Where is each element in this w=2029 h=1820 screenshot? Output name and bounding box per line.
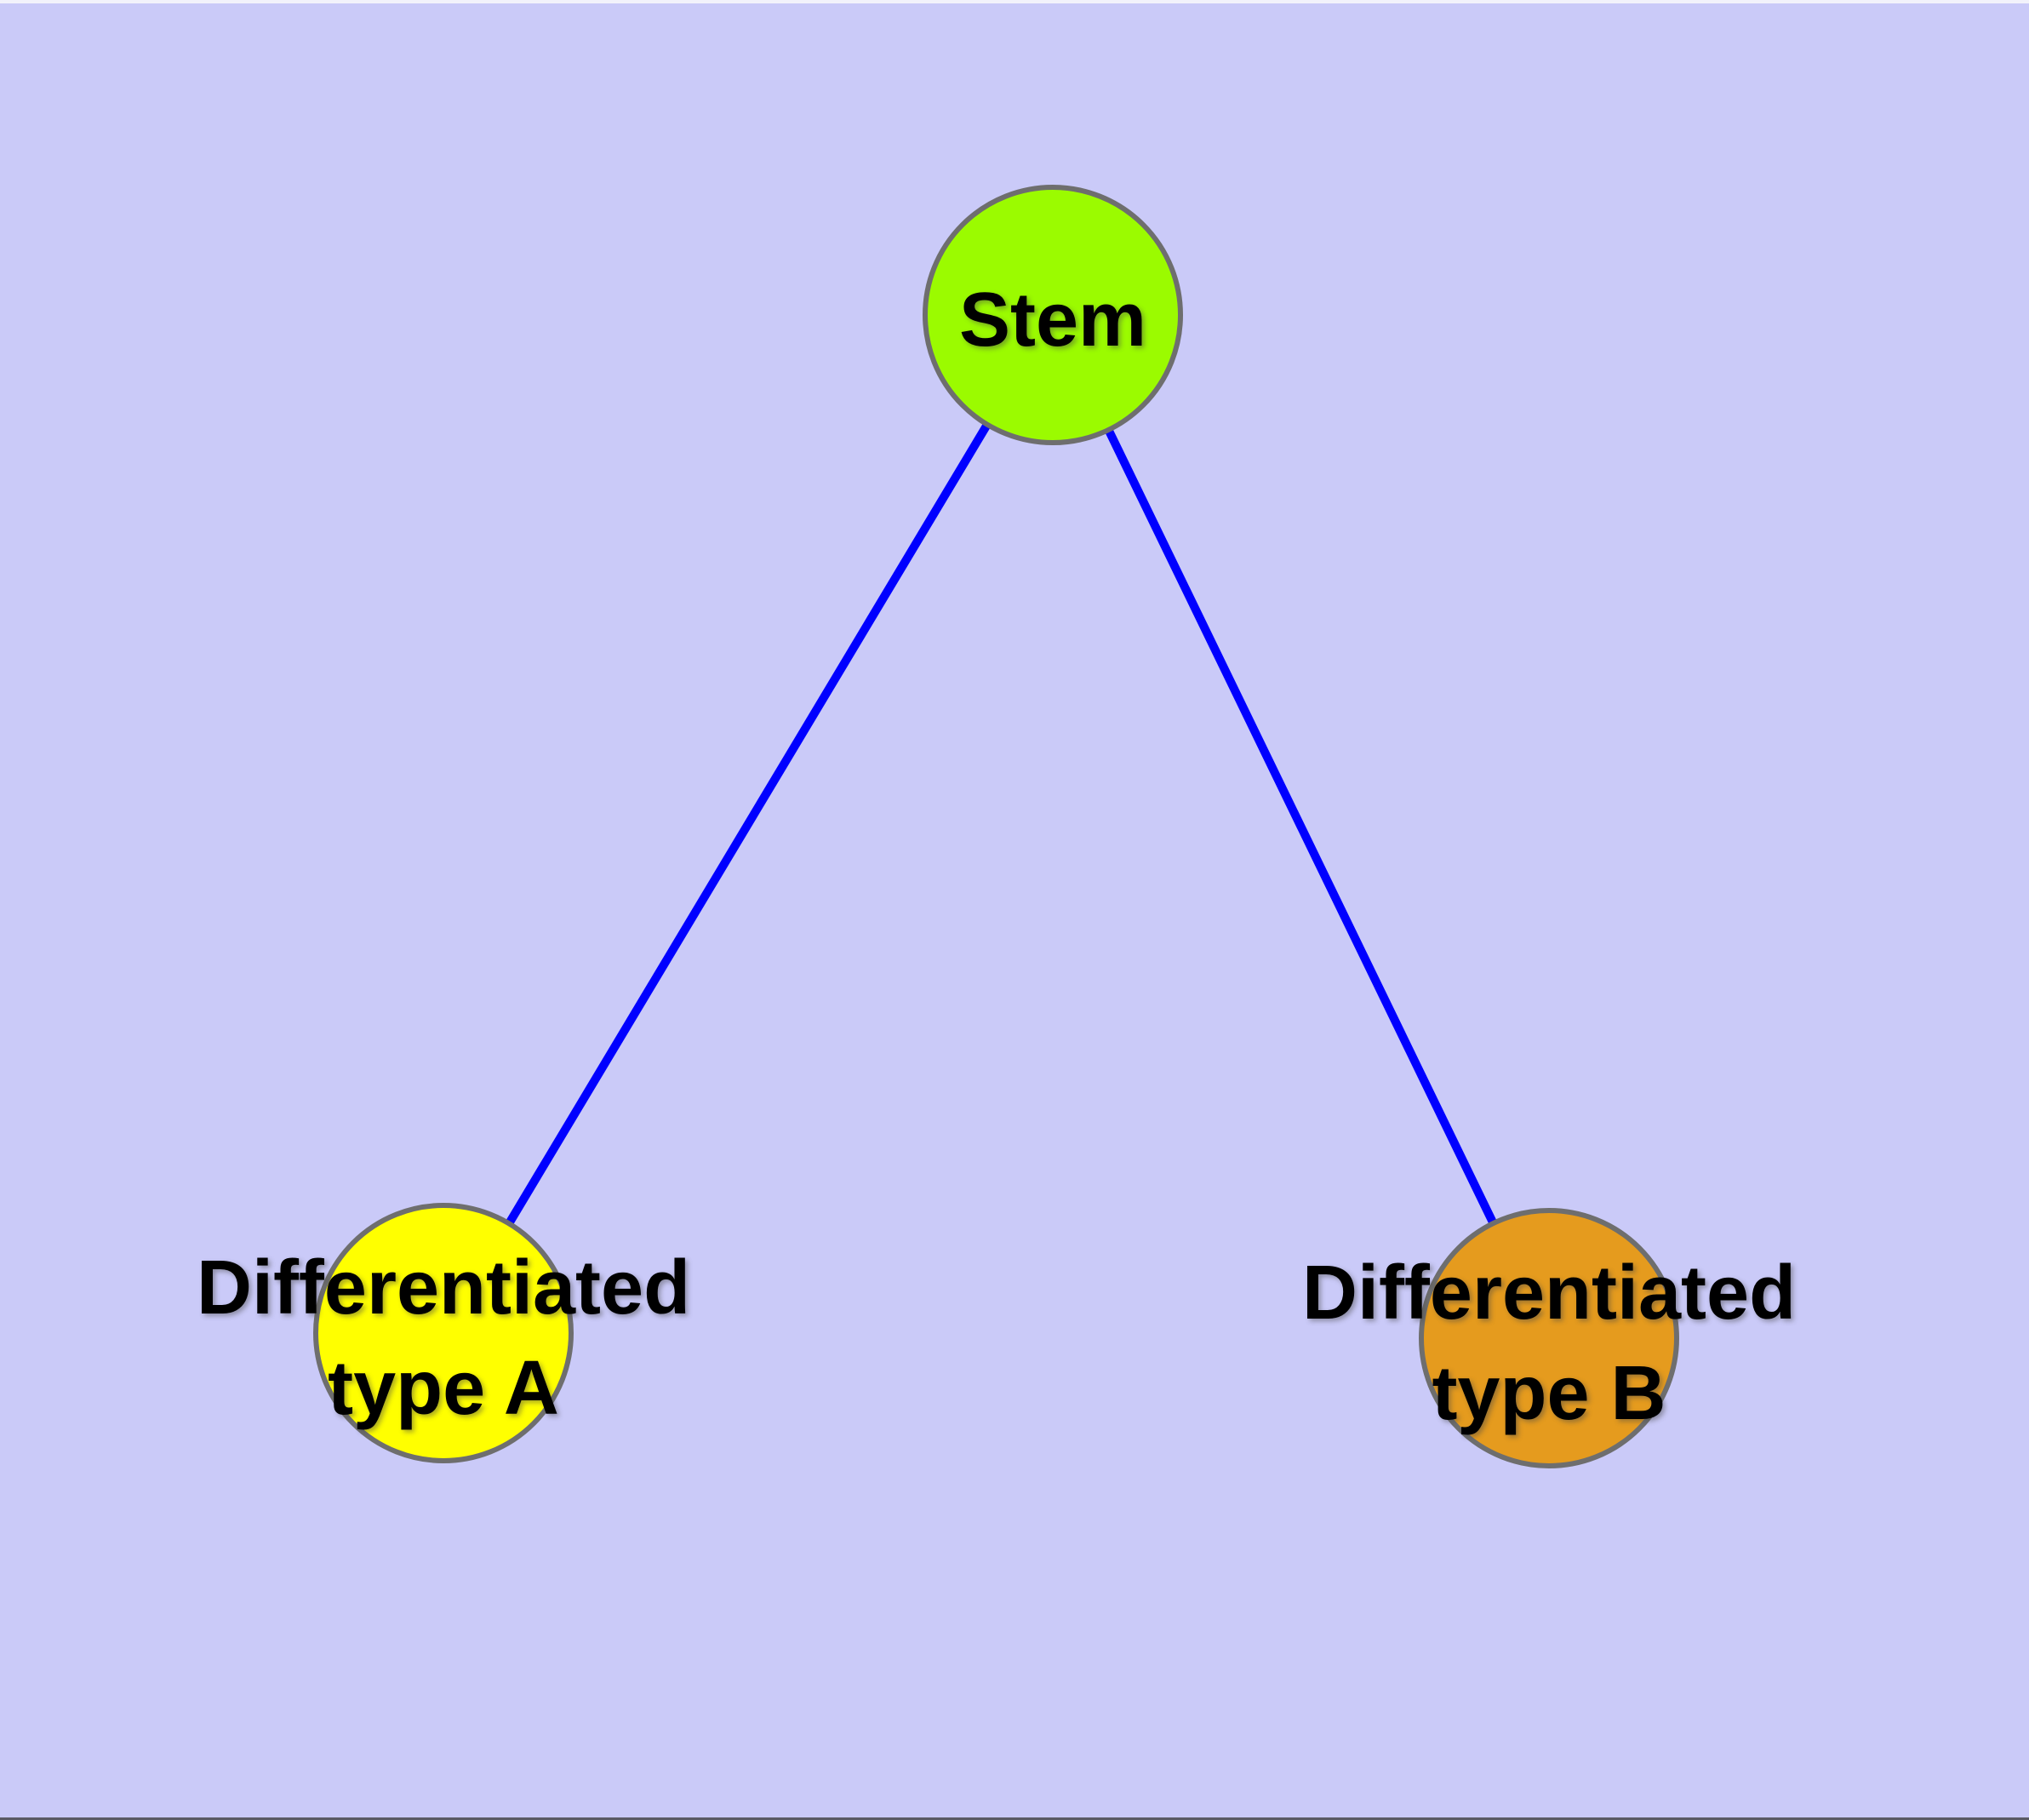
window-top-edge bbox=[0, 0, 2029, 3]
differentiated-type-b-node bbox=[1419, 1208, 1679, 1468]
edge-stem-to-type-a bbox=[439, 312, 1057, 1336]
stem-node bbox=[923, 185, 1183, 445]
edge-stem-to-type-b bbox=[1049, 312, 1553, 1341]
window-bottom-edge bbox=[0, 1817, 2029, 1820]
differentiated-type-a-node bbox=[313, 1203, 574, 1463]
